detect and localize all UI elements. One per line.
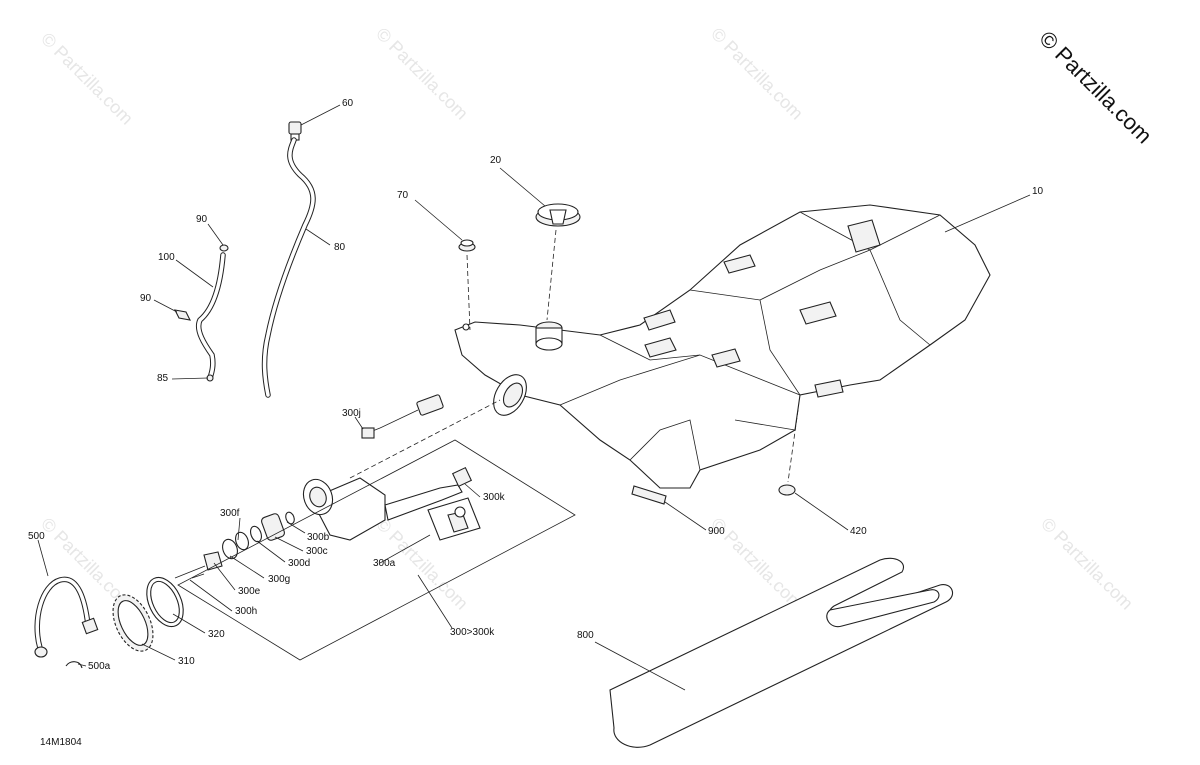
callout-300k: 300k [483, 492, 506, 503]
callout-90-clip: 90 [140, 293, 152, 304]
callout-90-top: 90 [196, 214, 208, 225]
callout-10: 10 [1032, 186, 1044, 197]
callout-labels: 10 20 70 60 80 90 100 90 85 300j 300k 30… [28, 98, 1044, 672]
fuel-tank [454, 204, 991, 489]
callout-300j: 300j [342, 408, 361, 419]
fuel-level-sender [361, 394, 444, 439]
callout-300b: 300b [307, 532, 330, 543]
hose-80 [261, 137, 316, 398]
callout-300g: 300g [268, 574, 290, 585]
mat-800 [609, 557, 954, 748]
pad-900 [631, 485, 667, 505]
copyright-text: © Partzilla.com [1034, 26, 1157, 149]
callout-300h: 300h [235, 606, 257, 617]
hose-100 [196, 252, 226, 381]
callout-100: 100 [158, 252, 175, 263]
callout-300-range: 300>300k [450, 627, 495, 638]
callout-300a: 300a [373, 558, 396, 569]
callout-70: 70 [397, 190, 409, 201]
leader-lines [37, 104, 1031, 691]
callout-500: 500 [28, 531, 45, 542]
callout-310: 310 [178, 656, 195, 667]
callout-20: 20 [490, 155, 502, 166]
hose-500 [34, 576, 99, 658]
clamp-90-top [219, 244, 229, 252]
fastener-420 [778, 484, 796, 496]
watermark-3: © Partzilla.com [707, 24, 807, 124]
callout-320: 320 [208, 629, 225, 640]
sender-housing [427, 497, 481, 541]
grommet-70 [458, 239, 476, 252]
callout-85: 85 [157, 373, 169, 384]
valve-60 [288, 121, 302, 141]
callout-800: 800 [577, 630, 594, 641]
callout-60: 60 [342, 98, 354, 109]
callout-300d: 300d [288, 558, 310, 569]
pump-small-parts [174, 511, 295, 579]
clip-90 [174, 309, 191, 321]
callout-300e: 300e [238, 586, 261, 597]
fuel-pump-module [302, 466, 473, 541]
watermark-7: © Partzilla.com [1037, 514, 1137, 614]
callout-500a: 500a [88, 661, 111, 672]
assembly-lines [349, 229, 799, 483]
callout-300c: 300c [306, 546, 328, 557]
fuel-cap [535, 203, 581, 227]
watermark-1: © Partzilla.com [37, 29, 137, 129]
watermark-2: © Partzilla.com [372, 24, 472, 124]
callout-80: 80 [334, 242, 346, 253]
callout-420: 420 [850, 526, 867, 537]
callout-300f: 300f [220, 508, 240, 519]
pump-kit-outline [177, 439, 576, 661]
diagram-code: 14M1804 [40, 737, 82, 748]
clip-500a [65, 661, 83, 669]
callout-900: 900 [708, 526, 725, 537]
lock-ring-310 [112, 594, 154, 652]
